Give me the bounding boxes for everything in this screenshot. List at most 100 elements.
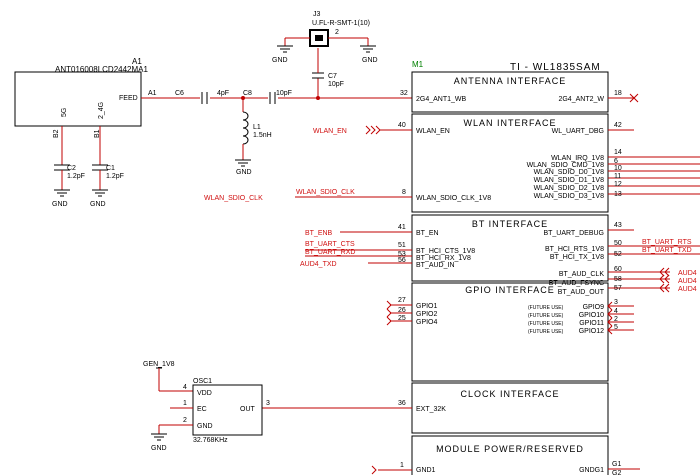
svg-text:4: 4 <box>614 308 618 315</box>
pin-40[interactable]: 40 WLAN_EN <box>380 122 450 135</box>
pin-56[interactable]: 56 BT_AUD_IN <box>368 257 455 269</box>
future-use-gpio11: (FUTURE USE) <box>528 321 564 327</box>
j3-ref: J3 <box>313 11 321 18</box>
svg-text:WLAN_SDIO_D1_1V8: WLAN_SDIO_D1_1V8 <box>534 177 605 184</box>
pin-25[interactable]: 25 GPIO4 <box>390 315 438 326</box>
c6-value: 4pF <box>217 90 229 97</box>
svg-text:BT_AUD_IN: BT_AUD_IN <box>416 262 455 269</box>
pin-26[interactable]: 26 GPIO2 <box>390 307 438 318</box>
antenna-b1-pin: B1 <box>94 129 101 138</box>
pin-14[interactable]: 14 WLAN_IRQ_1V8 <box>551 149 700 162</box>
pin-36[interactable]: 36 EXT_32K <box>262 400 446 413</box>
right-pins: 18 2G4_ANT2_W 42 WL_UART_DBG 14 WLAN_IRQ… <box>527 90 700 475</box>
j3-part: U.FL-R-SMT-1(10) <box>312 20 370 27</box>
gnd-label-c2: GND <box>52 201 68 208</box>
pin-6[interactable]: 6 WLAN_SDIO_CMD_1V8 <box>527 158 700 169</box>
capacitor-c6[interactable] <box>200 92 210 104</box>
net-bt-uart-txd: BT_UART_TXD <box>642 247 692 254</box>
oscillator-osc1[interactable] <box>192 384 263 436</box>
pin-g1[interactable]: G1 GNDG1 <box>579 461 640 474</box>
svg-text:5: 5 <box>614 324 618 331</box>
svg-text:WLAN_SDIO_CLK_1V8: WLAN_SDIO_CLK_1V8 <box>416 195 491 202</box>
svg-text:1: 1 <box>400 462 404 469</box>
svg-text:25: 25 <box>398 315 406 322</box>
pin-g2[interactable]: G2 <box>612 470 621 475</box>
pin-11[interactable]: 11 WLAN_SDIO_D1_1V8 <box>534 173 700 184</box>
osc-vdd-pin: VDD <box>197 390 212 397</box>
svg-text:GPIO10: GPIO10 <box>579 312 604 319</box>
left-pins: 32 2G4_ANT1_WB 40 WLAN_EN 8 WLAN_SDIO_CL… <box>262 90 491 474</box>
future-use-gpio10: (FUTURE USE) <box>528 313 564 319</box>
pin-32[interactable]: 32 2G4_ANT1_WB <box>400 90 467 103</box>
c1-value: 1.2pF <box>106 173 124 180</box>
pin-4[interactable]: 4 GPIO10 <box>579 308 634 319</box>
pin-42[interactable]: 42 WL_UART_DBG <box>552 122 634 135</box>
c8-value: 10pF <box>276 90 292 97</box>
svg-text:52: 52 <box>614 251 622 258</box>
pin-13[interactable]: 13 WLAN_SDIO_D3_1V8 <box>534 191 700 200</box>
antenna-feed-pin: FEED <box>119 95 138 102</box>
pin-10[interactable]: 10 WLAN_SDIO_D0_1V8 <box>534 165 700 176</box>
net-wlan-en: WLAN_EN <box>313 128 347 135</box>
svg-text:3: 3 <box>614 299 618 306</box>
pin-50[interactable]: 50 BT_HCI_RTS_1V8 <box>545 240 700 253</box>
pin-41[interactable]: 41 BT_EN <box>340 224 439 237</box>
svg-text:EXT_32K: EXT_32K <box>416 406 446 413</box>
module-title: TI - WL1835SAM <box>510 62 601 73</box>
osc-gnd-num: 2 <box>183 417 187 424</box>
connector-j3[interactable] <box>309 29 329 47</box>
svg-text:GND1: GND1 <box>416 467 436 474</box>
capacitor-c8[interactable] <box>268 92 278 104</box>
pin-3[interactable]: 3 GPIO9 <box>583 299 634 311</box>
svg-text:36: 36 <box>398 400 406 407</box>
svg-text:BT_AUD_OUT: BT_AUD_OUT <box>558 289 605 296</box>
pin-27[interactable]: 27 GPIO1 <box>390 297 438 310</box>
section-antenna: ANTENNA INTERFACE <box>454 76 567 86</box>
net-aud4-3: AUD4 <box>678 286 697 293</box>
junction-dot <box>241 96 245 100</box>
svg-text:56: 56 <box>398 257 406 264</box>
section-power: MODULE POWER/RESERVED <box>436 444 584 454</box>
j3-pin: 2 <box>335 29 339 36</box>
input-arrow-icon <box>365 125 392 475</box>
c1-ref: C1 <box>106 165 115 172</box>
net-wlan-sdio-clk-left: WLAN_SDIO_CLK <box>204 195 263 202</box>
gnd-label-j3-right: GND <box>362 57 378 64</box>
capacitor-c7[interactable] <box>312 72 324 79</box>
pin-5[interactable]: 5 GPIO12 <box>579 324 634 335</box>
svg-text:GPIO4: GPIO4 <box>416 319 438 326</box>
antenna-part: ANT016008LCD2442MA1 <box>55 65 148 74</box>
pin-51[interactable]: 51 BT_HCI_CTS_1V8 <box>305 242 475 255</box>
pin-18[interactable]: 18 2G4_ANT2_W <box>558 90 634 103</box>
module-ref: M1 <box>412 60 424 69</box>
svg-text:BT_HCI_RTS_1V8: BT_HCI_RTS_1V8 <box>545 246 604 253</box>
svg-text:WLAN_EN: WLAN_EN <box>416 128 450 135</box>
pin-12[interactable]: 12 WLAN_SDIO_D2_1V8 <box>534 181 700 192</box>
osc-out-num: 3 <box>266 400 270 407</box>
c7-value: 10pF <box>328 81 344 88</box>
c6-ref: C6 <box>175 90 184 97</box>
inductor-l1[interactable] <box>242 111 249 145</box>
svg-text:WLAN_SDIO_D0_1V8: WLAN_SDIO_D0_1V8 <box>534 169 605 176</box>
antenna-b2-pin: B2 <box>53 129 60 138</box>
svg-text:G1: G1 <box>612 461 621 468</box>
svg-text:GPIO2: GPIO2 <box>416 311 438 318</box>
pin-8[interactable]: 8 WLAN_SDIO_CLK_1V8 <box>295 189 491 202</box>
future-use-gpio12: (FUTURE USE) <box>528 329 564 335</box>
future-use-gpio9: (FUTURE USE) <box>528 305 564 311</box>
pin-52[interactable]: 52 BT_HCI_TX_1V8 <box>550 251 700 261</box>
svg-text:GPIO11: GPIO11 <box>579 320 604 327</box>
svg-text:BT_UART_DEBUG: BT_UART_DEBUG <box>543 230 604 237</box>
svg-text:50: 50 <box>614 240 622 247</box>
svg-text:40: 40 <box>398 122 406 129</box>
svg-text:BT_AUD_FSYNC: BT_AUD_FSYNC <box>549 280 604 287</box>
pin-43[interactable]: 43 BT_UART_DEBUG <box>543 222 634 237</box>
svg-text:53: 53 <box>398 251 406 258</box>
pin-2[interactable]: 2 GPIO11 <box>579 316 634 327</box>
no-connect-mark <box>629 93 639 103</box>
svg-text:18: 18 <box>614 90 622 97</box>
pin-1[interactable]: 1 GND1 <box>378 462 436 474</box>
svg-text:12: 12 <box>614 181 622 188</box>
pin-53[interactable]: 53 BT_HCI_RX_1V8 <box>305 251 471 262</box>
antenna-a1[interactable]: A1 ANT016008LCD2442MA1 FEED 5G 2_4G B2 B… <box>14 57 148 138</box>
